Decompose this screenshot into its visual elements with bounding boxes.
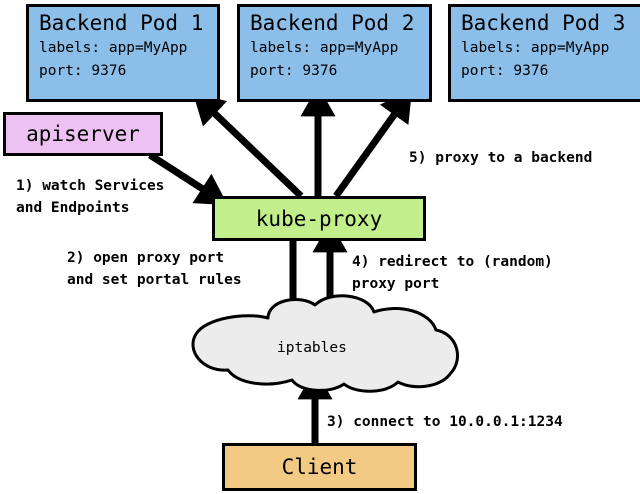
step-2-line2: and set portal rules bbox=[67, 272, 242, 288]
backend-pod-3-labels: labels: app=MyApp bbox=[461, 40, 610, 56]
step-3-line1: 3) connect to 10.0.0.1:1234 bbox=[327, 414, 563, 430]
backend-pod-3[interactable]: Backend Pod 3 labels: app=MyApp port: 93… bbox=[448, 4, 640, 102]
backend-pod-1-labels: labels: app=MyApp bbox=[39, 40, 188, 56]
backend-pod-3-title: Backend Pod 3 bbox=[461, 11, 626, 35]
backend-pod-2-title: Backend Pod 2 bbox=[250, 11, 415, 35]
client-node[interactable]: Client bbox=[222, 443, 417, 491]
apiserver-node[interactable]: apiserver bbox=[3, 112, 163, 156]
kube-proxy-node[interactable]: kube-proxy bbox=[212, 196, 426, 241]
backend-pod-3-port: port: 9376 bbox=[461, 63, 549, 79]
step-5-line1: 5) proxy to a backend bbox=[409, 150, 593, 166]
iptables-label: iptables bbox=[277, 340, 347, 356]
client-label: Client bbox=[281, 455, 358, 479]
backend-pod-1-title: Backend Pod 1 bbox=[39, 11, 204, 35]
step-4-line2: proxy port bbox=[352, 276, 440, 292]
backend-pod-2[interactable]: Backend Pod 2 labels: app=MyApp port: 93… bbox=[237, 4, 432, 102]
backend-pod-1[interactable]: Backend Pod 1 labels: app=MyApp port: 93… bbox=[26, 4, 220, 102]
backend-pod-1-port: port: 9376 bbox=[39, 63, 127, 79]
apiserver-label: apiserver bbox=[26, 122, 140, 146]
kube-proxy-label: kube-proxy bbox=[255, 206, 383, 231]
step-1-line2: and Endpoints bbox=[16, 200, 130, 216]
step-4-line1: 4) redirect to (random) bbox=[352, 254, 553, 270]
step-1-line1: 1) watch Services bbox=[16, 178, 165, 194]
backend-pod-2-labels: labels: app=MyApp bbox=[250, 40, 399, 56]
step-2-line1: 2) open proxy port bbox=[67, 250, 225, 266]
backend-pod-2-port: port: 9376 bbox=[250, 63, 338, 79]
iptables-cloud-shape bbox=[191, 294, 459, 393]
